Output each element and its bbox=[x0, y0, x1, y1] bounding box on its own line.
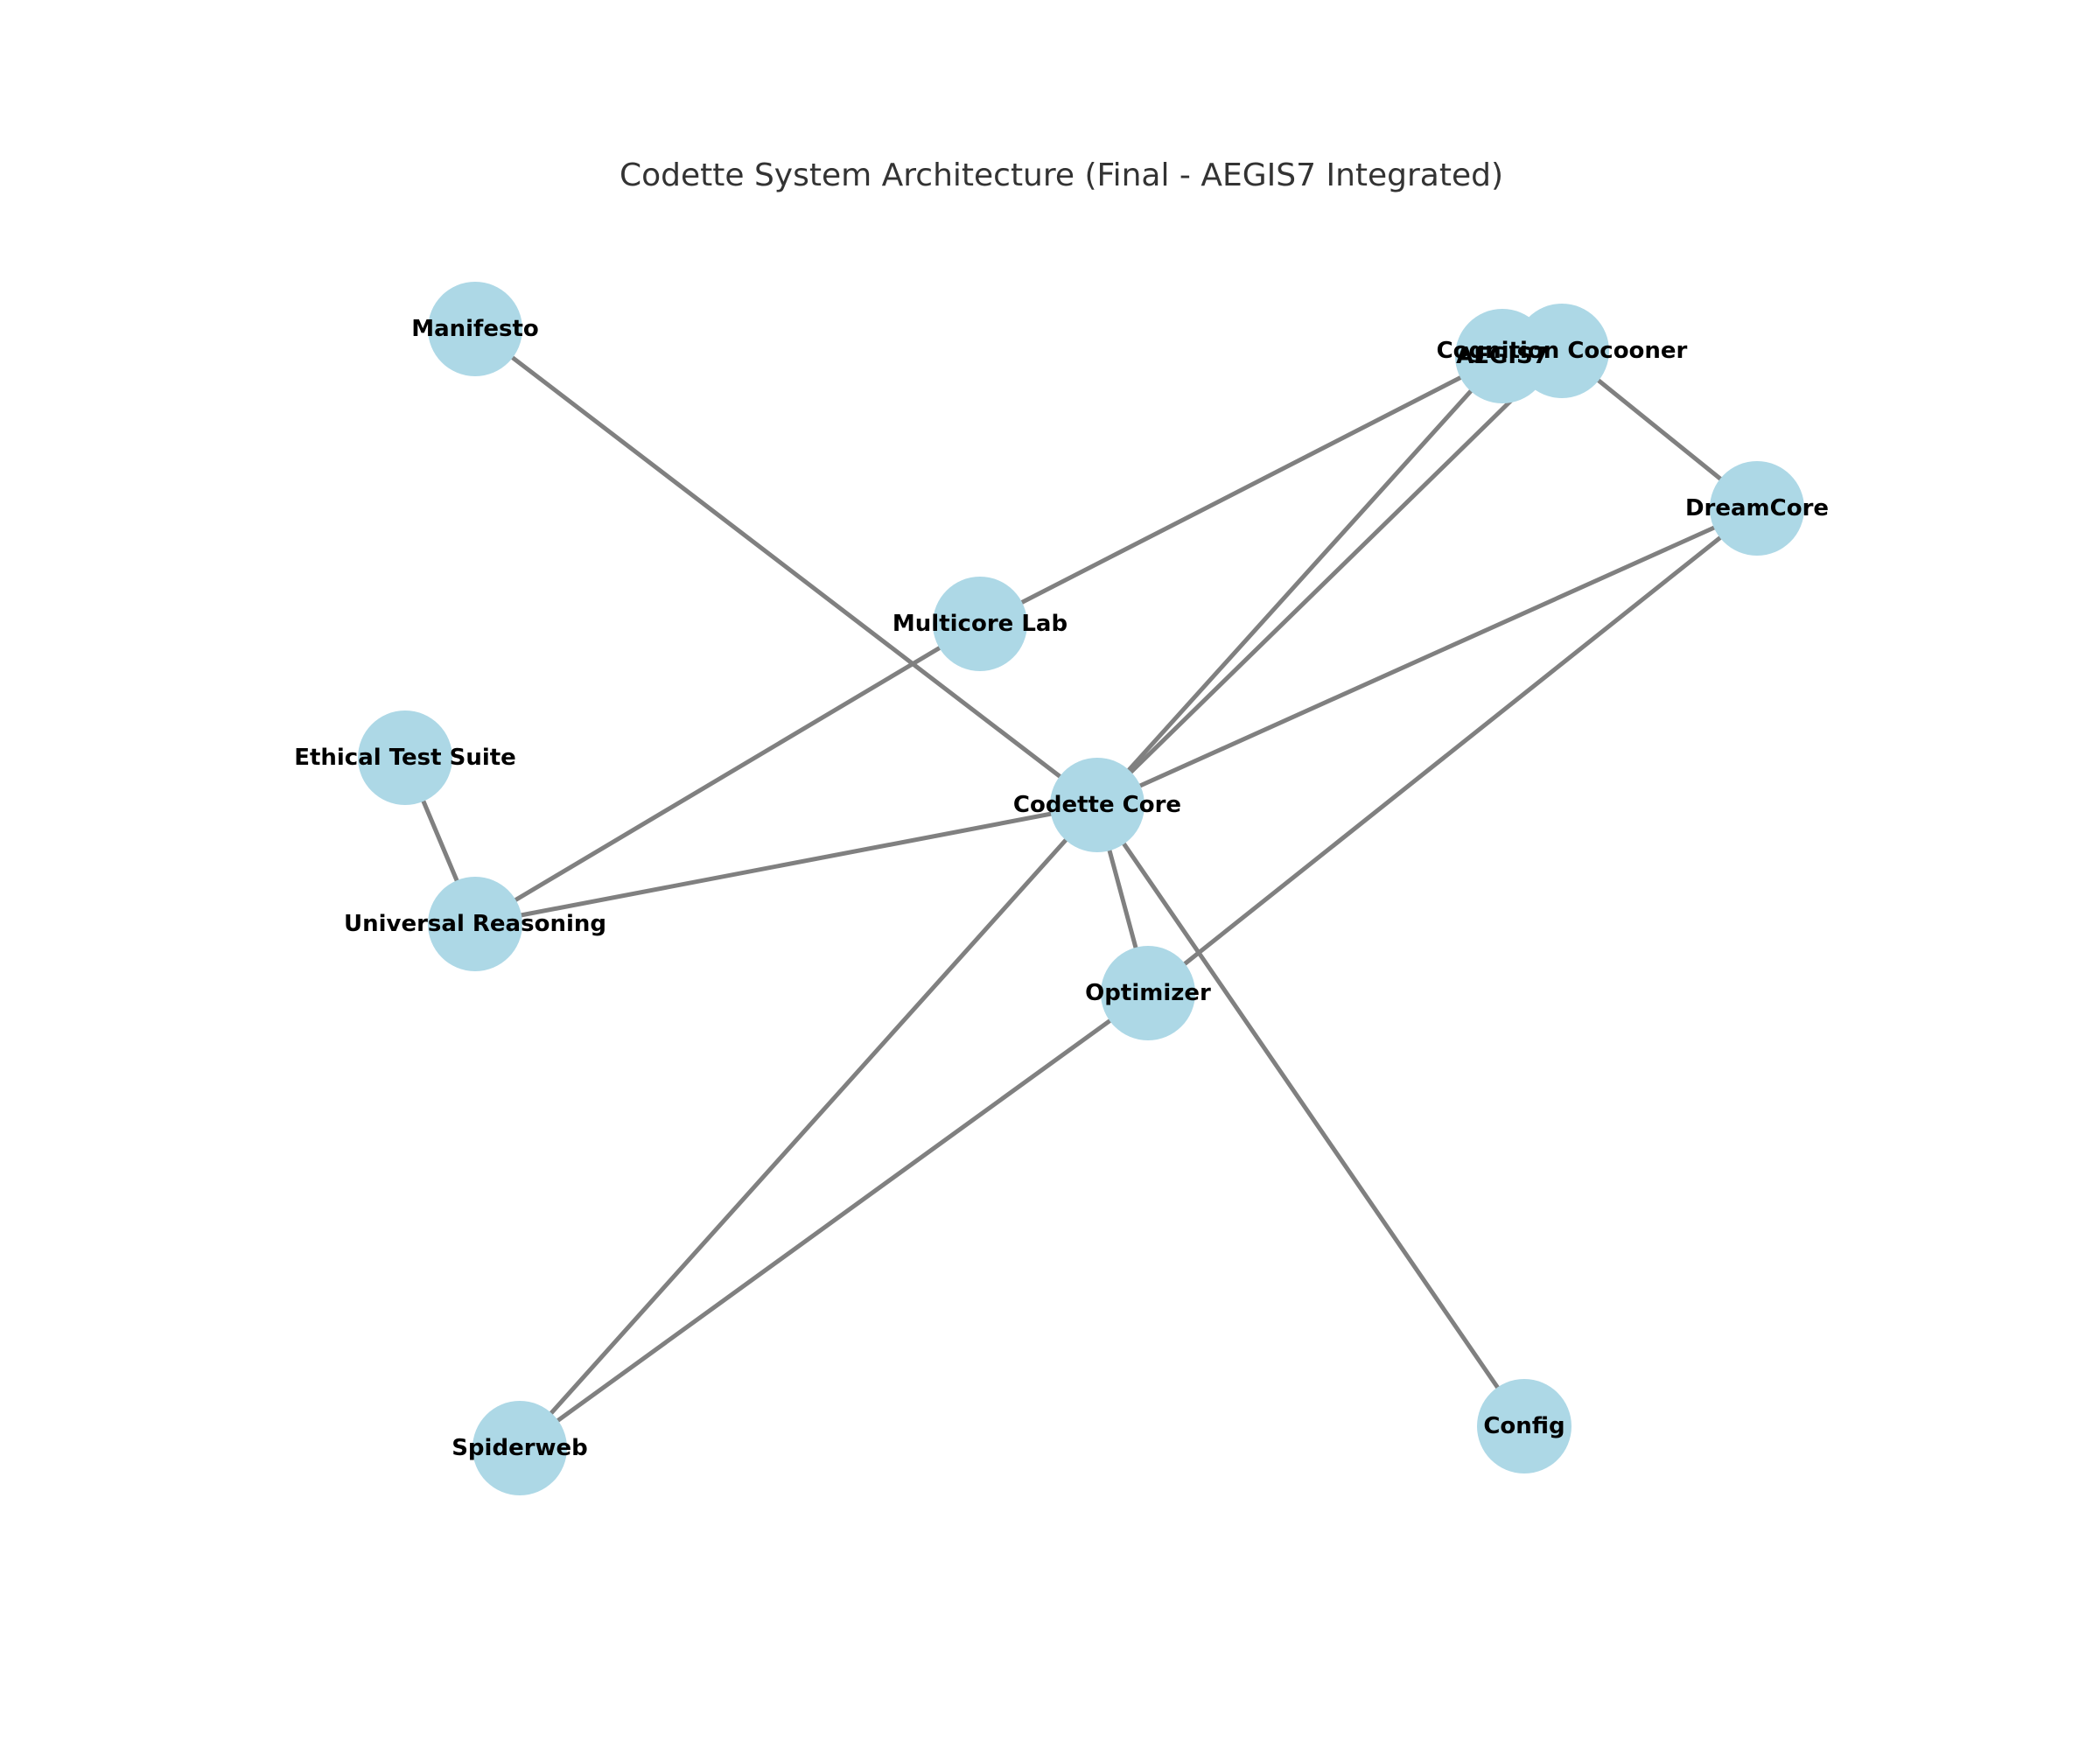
node-spiderweb bbox=[472, 1401, 567, 1495]
node-label-aegis7: AEGIS7 bbox=[1456, 343, 1549, 369]
node-universal_reasoning bbox=[428, 877, 522, 971]
node-manifesto bbox=[428, 282, 522, 376]
node-label-universal_reasoning: Universal Reasoning bbox=[344, 911, 606, 937]
edge-codette_core-config bbox=[1095, 802, 1527, 1429]
node-codette_core bbox=[1050, 758, 1144, 852]
node-ethical_test_suite bbox=[358, 710, 452, 805]
node-label-optimizer: Optimizer bbox=[1085, 980, 1211, 1006]
edge-dreamcore-codette_core bbox=[1095, 506, 1760, 808]
edge-multicore_lab-universal_reasoning bbox=[472, 621, 983, 927]
node-label-multicore_lab: Multicore Lab bbox=[892, 611, 1068, 637]
node-optimizer bbox=[1101, 946, 1195, 1040]
node-dreamcore bbox=[1710, 461, 1804, 556]
edge-codette_core-spiderweb bbox=[517, 802, 1100, 1451]
node-label-ethical_test_suite: Ethical Test Suite bbox=[294, 745, 516, 771]
edge-aegis7-codette_core bbox=[1095, 354, 1505, 808]
node-label-dreamcore: DreamCore bbox=[1685, 495, 1829, 522]
edge-manifesto-codette_core bbox=[472, 326, 1100, 808]
node-label-cognition_cocooner: Cognition Cocooner bbox=[1437, 338, 1688, 364]
node-multicore_lab bbox=[933, 577, 1027, 671]
node-label-codette_core: Codette Core bbox=[1013, 792, 1181, 818]
edge-optimizer-spiderweb bbox=[517, 990, 1151, 1451]
edges-layer bbox=[402, 326, 1760, 1451]
node-config bbox=[1477, 1379, 1572, 1474]
node-label-manifesto: Manifesto bbox=[411, 316, 539, 342]
node-label-spiderweb: Spiderweb bbox=[452, 1435, 588, 1461]
edge-aegis7-multicore_lab bbox=[977, 354, 1505, 626]
edge-dreamcore-optimizer bbox=[1145, 506, 1760, 996]
node-cognition_cocooner bbox=[1515, 304, 1609, 398]
node-label-config: Config bbox=[1483, 1413, 1564, 1439]
diagram-title: Codette System Architecture (Final - AEG… bbox=[620, 158, 1503, 193]
edge-cognition_cocooner-codette_core bbox=[1095, 348, 1564, 808]
edge-universal_reasoning-codette_core bbox=[472, 802, 1100, 927]
